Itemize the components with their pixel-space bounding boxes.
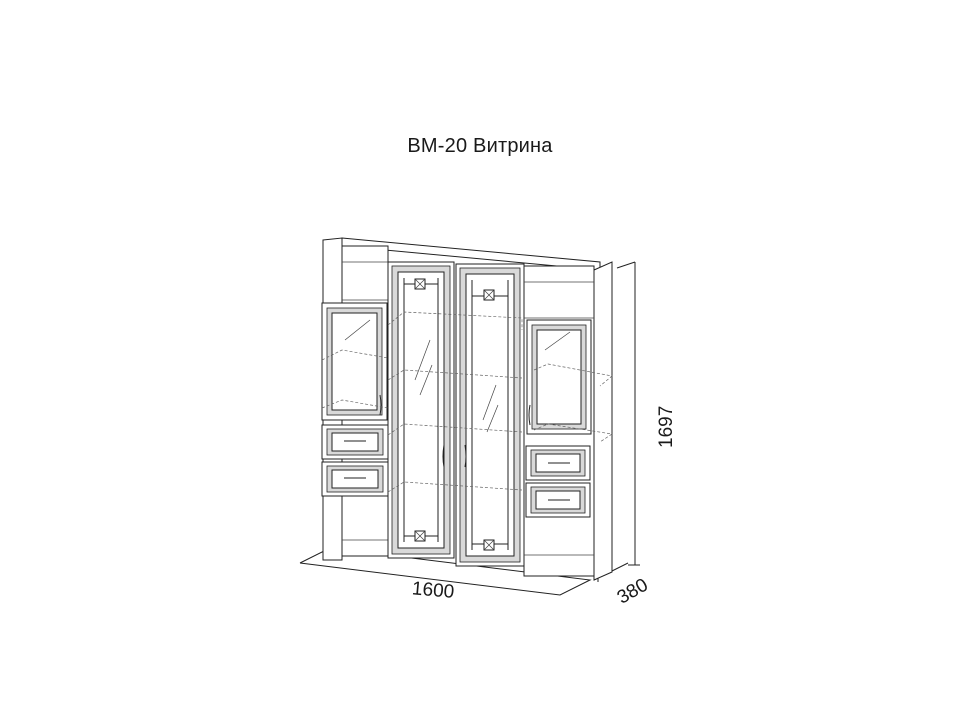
center-doors xyxy=(387,261,525,567)
depth-dimension-label: 380 xyxy=(614,575,652,609)
height-dimension-label: 1697 xyxy=(656,406,677,448)
left-section xyxy=(321,237,601,561)
right-section xyxy=(523,261,613,581)
drawing-title: ВМ-20 Витрина xyxy=(407,135,553,157)
width-dimension-label: 1600 xyxy=(411,578,455,603)
